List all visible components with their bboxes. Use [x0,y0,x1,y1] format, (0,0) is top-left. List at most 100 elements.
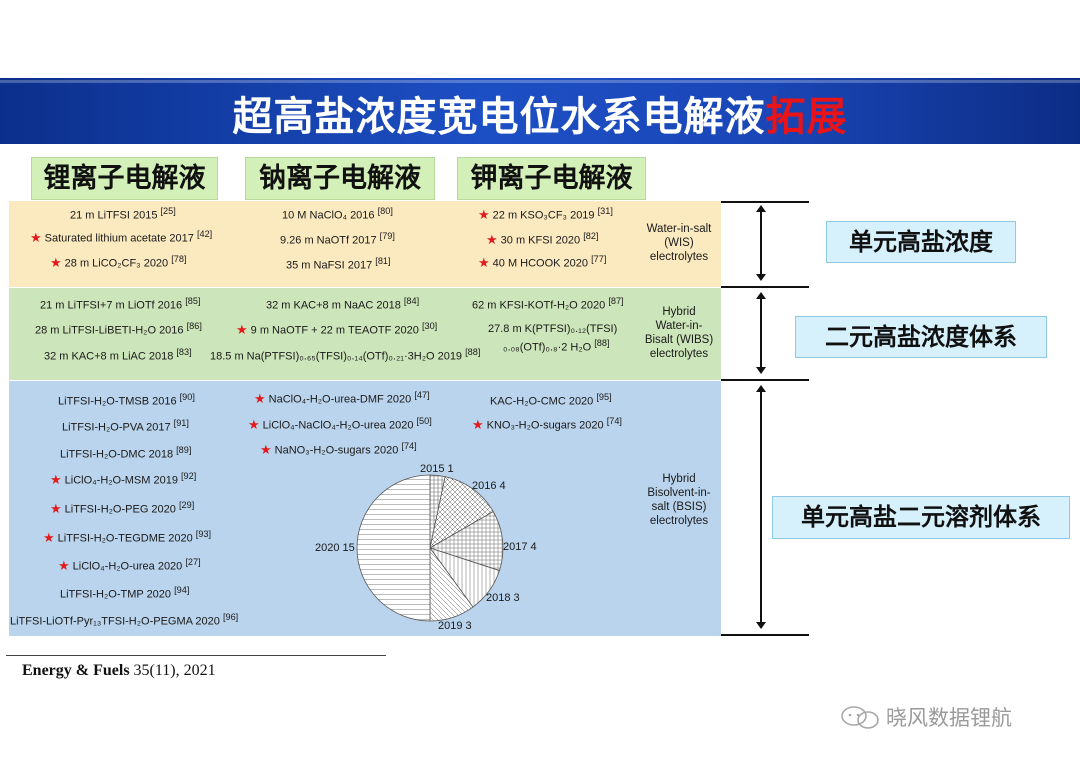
wibs-li-entry: 21 m LiTFSI+7 m LiOTf 2016 [85] [40,296,200,312]
header-lithium: 锂离子电解液 [31,157,218,200]
entry-ref: [74] [401,441,417,451]
watermark-text: 晓风数据锂航 [886,706,1012,730]
bsis-li-entry: ★LiTFSI-H₂O-TEGDME 2020 [93] [43,529,211,546]
entry-text: NaClO₄-H₂O-urea-DMF 2020 [268,393,412,406]
pie-label-2019: 2019 3 [438,620,472,632]
entry-text: 40 M HCOOK 2020 [492,257,589,270]
star-icon: ★ [43,529,55,545]
entry-ref: [25] [160,206,176,216]
entry-text: ₀.₀₈(OTf)₀.₈·2 H₂O [503,341,592,354]
bsis-li-entry: LiTFSI-H₂O-PVA 2017 [91] [62,418,189,434]
entry-ref: [47] [414,390,430,400]
wibs-band [9,287,721,380]
entry-ref: [81] [375,256,391,266]
header-sodium: 钠离子电解液 [245,157,435,200]
bsis-li-entry: LiTFSI-H₂O-DMC 2018 [89] [60,445,191,461]
wis-li-entry: 21 m LiTFSI 2015 [25] [70,206,176,222]
entry-ref: [82] [583,231,599,241]
publication-year-pie-chart [356,474,504,622]
entry-ref: [77] [591,254,607,264]
reference-journal: Energy & Fuels [22,662,130,679]
star-icon: ★ [248,416,260,432]
entry-ref: [93] [195,529,212,539]
entry-text: 32 m KAC+8 m NaAC 2018 [266,299,401,312]
star-icon: ★ [50,254,62,270]
bsis-na-entry: ★NaClO₄-H₂O-urea-DMF 2020 [47] [254,390,430,407]
bsis-na-entry: ★LiClO₄-NaClO₄-H₂O-urea 2020 [50] [248,416,432,433]
header-potassium: 钾离子电解液 [457,157,646,200]
entry-text: 22 m KSO₃CF₃ 2019 [492,209,595,222]
wibs-li-entry: 28 m LiTFSI-LiBETI-H₂O 2016 [86] [35,321,202,337]
pie-label-2017: 2017 4 [503,541,537,553]
entry-ref: [31] [597,206,613,216]
entry-text: 9 m NaOTF + 22 m TEAOTF 2020 [250,324,419,337]
entry-text: KNO₃-H₂O-sugars 2020 [486,419,604,432]
bsis-li-entry: LiTFSI-H₂O-TMP 2020 [94] [60,585,189,601]
reference-issue: 35(11), 2021 [129,662,216,679]
entry-text: 18.5 m Na(PTFSI)₀.₆₅(TFSI)₀.₁₄(OTf)₀.₂₁·… [210,350,463,363]
entry-ref: [87] [608,296,624,306]
star-icon: ★ [236,321,248,337]
title-highlight: 拓展 [765,94,848,140]
pie-slice-2020 [356,474,431,622]
entry-text: 9.26 m NaOTf 2017 [280,234,377,247]
entry-ref: [50] [416,416,432,426]
side-label-bisolvent: 单元高盐二元溶剂体系 [772,496,1070,539]
bsis-k-entry: ★KNO₃-H₂O-sugars 2020 [74] [472,416,622,433]
wis-li-entry: ★Saturated lithium acetate 2017 [42] [30,229,212,246]
banner-stripe [0,80,1080,83]
entry-ref: [84] [403,296,420,306]
entry-ref: [85] [185,296,201,306]
star-icon: ★ [30,229,42,245]
category-line: electrolytes [649,251,709,263]
entry-ref: [91] [173,418,189,428]
pie-label-2018: 2018 3 [486,592,520,604]
wibs-na-entry: 32 m KAC+8 m NaAC 2018 [84] [266,296,419,312]
entry-text: 35 m NaFSI 2017 [286,259,373,272]
star-icon: ★ [58,557,70,573]
entry-ref: [29] [178,500,195,510]
category-wibs: Hybrid Water-in- Bisalt (WIBS) electroly… [622,305,736,361]
wis-na-entry: 35 m NaFSI 2017 [81] [286,256,391,272]
entry-ref: [89] [176,445,192,455]
entry-text: KAC-H₂O-CMC 2020 [490,395,594,408]
wibs-k-entry: 62 m KFSI-KOTf-H₂O 2020 [87] [472,296,624,312]
star-icon: ★ [472,416,484,432]
entry-text: 62 m KFSI-KOTf-H₂O 2020 [472,299,606,312]
wis-na-entry: 9.26 m NaOTf 2017 [79] [280,231,395,247]
side-label-bisalt: 二元高盐浓度体系 [795,316,1047,358]
entry-ref: [88] [465,347,481,357]
pie-slice-2016 [429,476,494,549]
entry-text: Saturated lithium acetate 2017 [44,232,194,245]
category-line: Hybrid [662,306,696,318]
entry-text: LiClO₄-NaClO₄-H₂O-urea 2020 [262,419,414,432]
bsis-k-entry: KAC-H₂O-CMC 2020 [95] [490,392,612,408]
entry-text: LiClO₄-H₂O-MSM 2019 [64,474,178,487]
entry-text: 32 m KAC+8 m LiAC 2018 [44,350,174,363]
category-line: Water-in-salt [646,223,712,235]
entry-text: 10 M NaClO₄ 2016 [282,209,375,222]
entry-text: 28 m LiCO₂CF₃ 2020 [64,257,169,270]
wibs-na-entry: 18.5 m Na(PTFSI)₀.₆₅(TFSI)₀.₁₄(OTf)₀.₂₁·… [210,347,480,363]
category-line: electrolytes [649,348,709,360]
separator-line [721,286,809,288]
double-arrow-icon [756,292,766,374]
wibs-k-entry: ₀.₀₈(OTf)₀.₈·2 H₂O [88] [503,338,610,354]
band-divider [9,380,721,381]
pie-label-2016: 2016 4 [472,480,506,492]
bsis-na-entry: ★NaNO₃-H₂O-sugars 2020 [74] [260,441,417,458]
entry-ref: [30] [421,321,438,331]
pie-slice-2017 [429,510,504,572]
category-line: Hybrid [662,473,696,485]
bsis-li-entry: LiTFSI-LiOTf-Pyr₁₃TFSI-H₂O-PEGMA 2020 [9… [10,612,238,628]
category-line: Water-in- [655,320,703,332]
entry-text: NaNO₃-H₂O-sugars 2020 [274,444,399,457]
separator-line [721,379,809,381]
reference-divider [6,655,386,656]
double-arrow-icon [756,205,766,281]
star-icon: ★ [486,231,498,247]
category-line: Bisolvent-in- [647,487,711,499]
star-icon: ★ [50,471,62,487]
category-line: Bisalt (WIBS) [644,334,714,346]
entry-ref: [74] [606,416,622,426]
